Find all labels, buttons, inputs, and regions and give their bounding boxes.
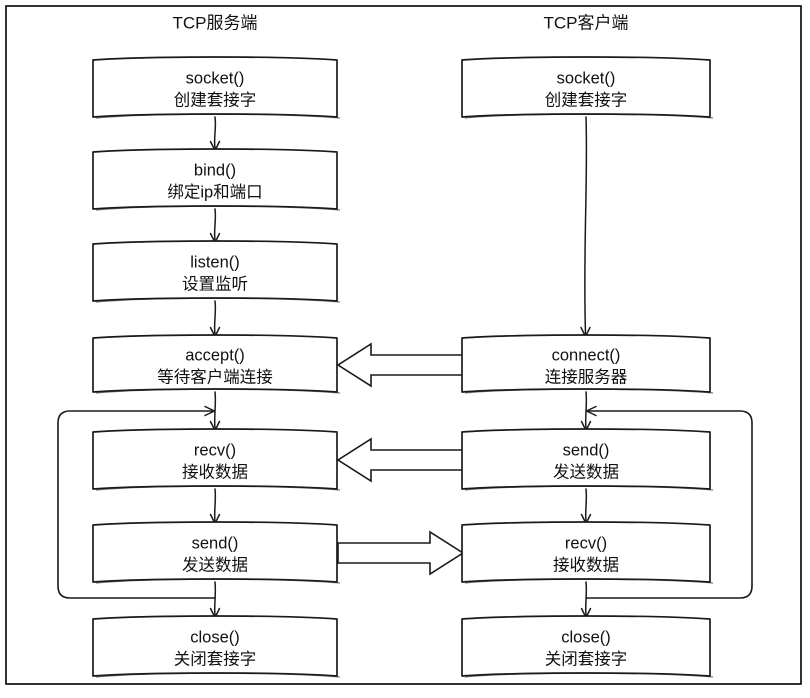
node-server-accept-fn: accept() [185,346,245,364]
edge-client-recv-to-close [580,581,592,619]
node-client-send[interactable]: send() 发送数据 [461,428,714,491]
node-server-accept[interactable]: accept() 等待客户端连接 [92,334,341,394]
node-client-connect[interactable]: connect() 连接服务器 [461,334,714,394]
node-client-close-desc: 关闭套接字 [545,649,628,668]
node-server-recv-desc: 接收数据 [182,462,248,481]
node-client-socket-desc: 创建套接字 [545,90,628,109]
node-server-send-desc: 发送数据 [182,555,248,574]
node-server-close-fn: close() [190,628,240,646]
edge-server-bind-to-listen [209,208,221,244]
node-server-close-desc: 关闭套接字 [174,649,257,668]
node-server-listen[interactable]: listen() 设置监听 [92,240,341,303]
node-client-socket-fn: socket() [557,69,616,87]
node-server-recv[interactable]: recv() 接收数据 [92,428,341,491]
node-client-send-desc: 发送数据 [553,462,619,481]
node-server-accept-desc: 等待客户端连接 [157,367,273,386]
node-server-send[interactable]: send() 发送数据 [92,521,341,584]
node-server-bind-fn: bind() [194,161,236,179]
column-title-server: TCP服务端 [173,13,258,32]
node-client-close[interactable]: close() 关闭套接字 [461,615,714,678]
node-server-listen-desc: 设置监听 [182,274,248,293]
loop-server-send-to-recv [57,405,216,599]
node-server-socket-fn: socket() [186,69,245,87]
node-server-listen-fn: listen() [190,253,240,271]
node-client-close-fn: close() [561,628,611,646]
edge-client-send-to-recv [580,488,592,525]
node-server-socket-desc: 创建套接字 [174,90,257,109]
edge-server-recv-to-send [209,488,221,525]
cross-arrow-serversend-to-clientrecv [337,530,465,576]
cross-arrow-connect-to-accept [336,342,464,388]
node-server-close[interactable]: close() 关闭套接字 [92,615,341,678]
column-title-client: TCP客户端 [544,13,629,32]
node-client-recv[interactable]: recv() 接收数据 [461,521,714,584]
node-server-recv-fn: recv() [194,441,236,459]
node-server-bind-desc: 绑定ip和端口 [167,182,262,201]
node-client-recv-fn: recv() [565,534,607,552]
node-client-socket[interactable]: socket() 创建套接字 [461,56,714,119]
node-client-recv-desc: 接收数据 [553,555,619,574]
node-client-send-fn: send() [563,441,610,459]
node-server-socket[interactable]: socket() 创建套接字 [92,56,341,119]
node-client-connect-desc: 连接服务器 [545,367,628,386]
edge-server-listen-to-accept [209,300,221,338]
edge-client-socket-to-connect [580,116,591,338]
node-server-send-fn: send() [192,534,239,552]
loop-client-recv-to-send [585,405,753,599]
edge-server-socket-to-bind [209,116,221,152]
cross-arrow-clientsend-to-serverrecv [336,437,464,483]
node-client-connect-fn: connect() [552,346,621,364]
edge-server-send-to-close [209,581,221,619]
node-server-bind[interactable]: bind() 绑定ip和端口 [92,148,341,211]
diagram-frame [5,5,802,685]
